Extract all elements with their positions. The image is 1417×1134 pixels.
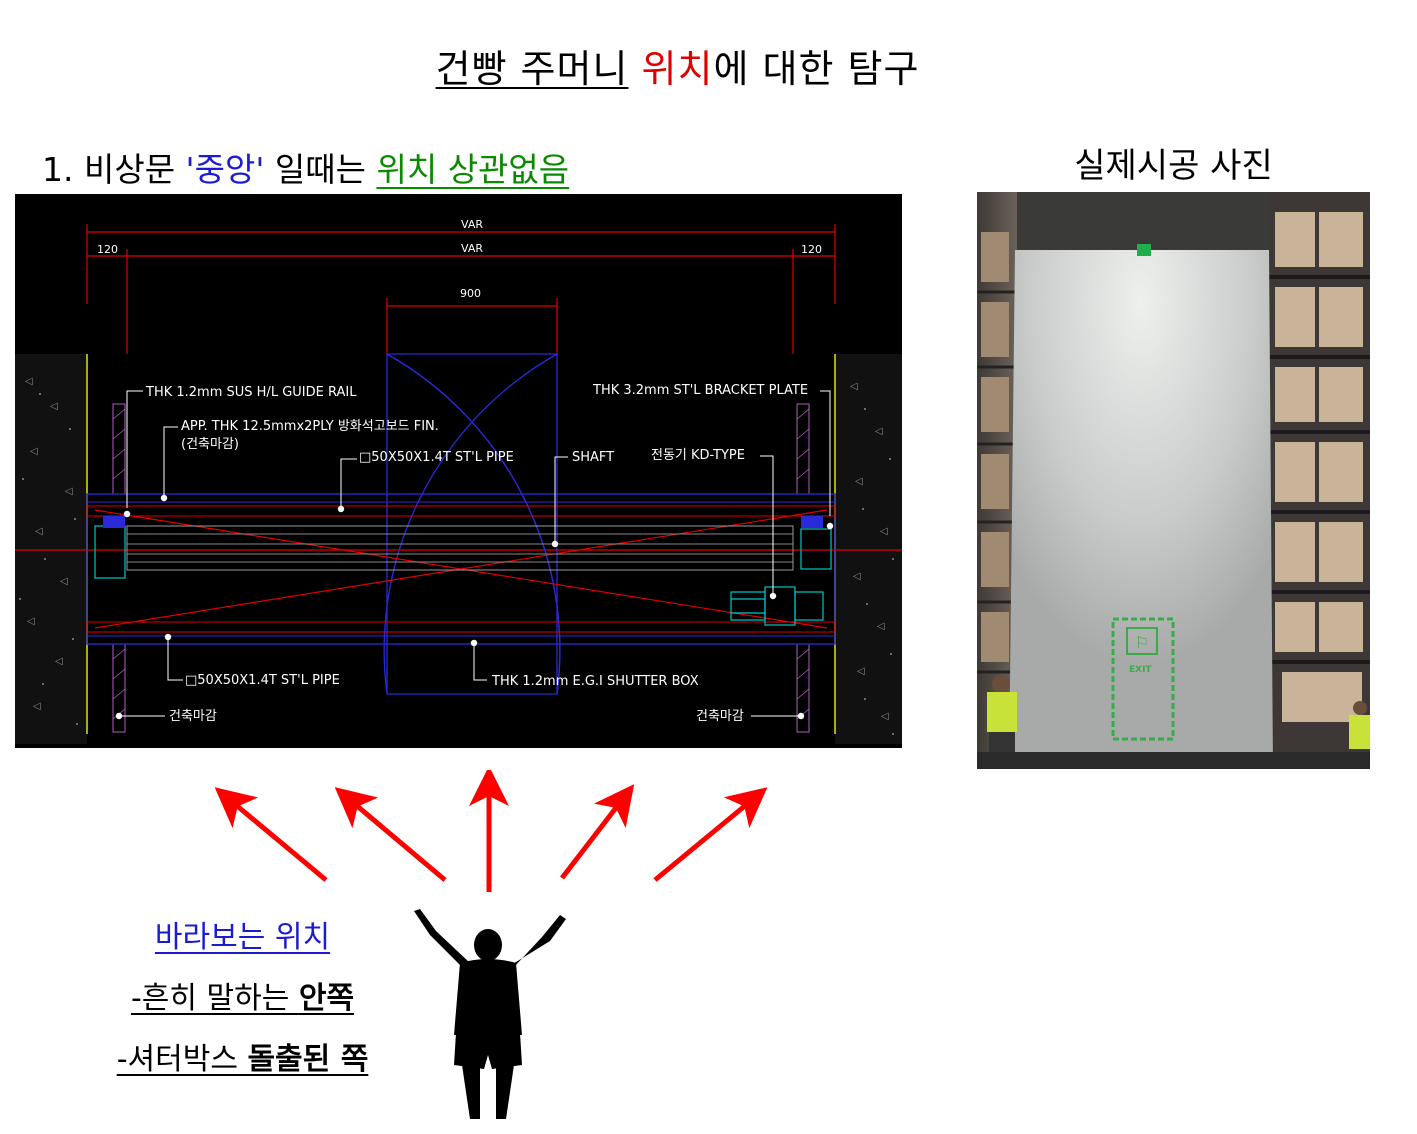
exit-door-icon: ⚐ [1135,633,1149,652]
arrow-left [334,787,447,882]
svg-text:◁: ◁ [857,666,865,677]
title-part-underlined: 건빵 주머니 [435,47,629,91]
title-part-red: 위치 [641,47,714,91]
section-mid: 일때는 [264,150,377,189]
label-shutter-box: THK 1.2mm E.G.I SHUTTER BOX [491,674,699,689]
dim-left: 120 [97,243,118,256]
photo-title: 실제시공 사진 [1074,146,1273,186]
label-shaft: SHAFT [572,450,614,465]
fire-shutter-curtain [1009,250,1273,769]
door-swing-arcs [383,353,561,695]
section-center-word: '중앙' [185,150,265,189]
guide-rails [112,403,810,733]
svg-text:◁: ◁ [877,621,885,632]
arrow-far-right [653,787,768,882]
dimension-lines [15,224,902,551]
label-bracket-plate: THK 3.2mm ST'L BRACKET PLATE [592,383,808,398]
viewpoint-description: 바라보는 위치 -흔히 말하는 안쪽 -셔터박스 돌출된 쪽 [100,912,385,1095]
worker-left [987,675,1017,769]
svg-text:◁: ◁ [25,376,33,387]
viewpoint-line2-prefix: -흔히 말하는 [130,981,299,1016]
dim-var-top: VAR [461,218,483,231]
dim-right: 120 [801,243,822,256]
svg-text:◁: ◁ [855,476,863,487]
viewpoint-line-protruding: -셔터박스 돌출된 쪽 [100,1034,385,1078]
arrow-right [560,784,635,880]
concrete-hatch-left: ◁ ◁ ◁ ◁ ◁ ◁ ◁ ◁ ◁ [15,354,87,744]
leader-dots [115,494,834,720]
section-prefix: 1. 비상문 [42,150,186,189]
svg-text:◁: ◁ [35,526,43,537]
concrete-hatch-right: ◁ ◁ ◁ ◁ ◁ ◁ ◁ ◁ [835,354,902,744]
svg-text:◁: ◁ [50,401,58,412]
shelving-right [1269,192,1370,769]
installation-photo: ⚐ EXIT [977,192,1370,769]
svg-text:◁: ◁ [65,486,73,497]
label-pipe-top: □50X50X1.4T ST'L PIPE [359,450,514,465]
viewing-direction-arrows [214,770,768,892]
svg-text:◁: ◁ [55,656,63,667]
page-title: 건빵 주머니 위치에 대한 탐구 [0,38,1355,93]
viewpoint-line2-bold: 안쪽 [298,981,355,1016]
dim-var-mid: VAR [461,242,483,255]
svg-text:◁: ◁ [880,526,888,537]
shutter-box [86,493,836,645]
cad-plan-drawing: ◁ ◁ ◁ ◁ ◁ ◁ ◁ ◁ ◁ ◁ ◁ ◁ ◁ ◁ ◁ ◁ ◁ [15,194,902,748]
svg-text:◁: ◁ [33,701,41,712]
svg-text:◁: ◁ [60,576,68,587]
svg-text:◁: ◁ [853,571,861,582]
section-heading: 1. 비상문 '중앙' 일때는 위치 상관없음 [42,143,569,191]
label-app-line1: APP. THK 12.5mmx2PLY 방화석고보드 FIN. [181,419,439,434]
exit-sign-text: EXIT [1129,665,1152,675]
svg-text:◁: ◁ [850,381,858,392]
label-motor: 전동기 KD-TYPE [651,448,745,463]
leader-lines [119,390,831,717]
section-conclusion: 위치 상관없음 [376,150,570,189]
worker-right [1349,701,1370,749]
arrow-far-left [214,787,328,882]
viewpoint-line-inside: -흔히 말하는 안쪽 [100,973,385,1017]
exit-light-icon [1137,244,1151,256]
label-finish-left: 건축마감 [169,709,217,724]
dim-900: 900 [460,287,481,300]
label-finish-right: 건축마감 [696,709,744,724]
svg-text:◁: ◁ [881,711,889,722]
svg-text:◁: ◁ [875,426,883,437]
svg-text:◁: ◁ [27,616,35,627]
label-app-line2: (건축마감) [181,437,239,452]
viewpoint-line3-bold: 돌출된 쪽 [247,1042,369,1077]
svg-text:◁: ◁ [30,446,38,457]
viewpoint-line3-prefix: -셔터박스 [116,1042,248,1077]
motor [730,586,824,626]
label-guide-rail: THK 1.2mm SUS H/L GUIDE RAIL [145,385,357,400]
title-part-rest: 에 대한 탐구 [713,47,920,91]
label-pipe-bottom: □50X50X1.4T ST'L PIPE [185,673,340,688]
emergency-door-outline: ⚐ EXIT [1111,617,1175,741]
viewpoint-heading: 바라보는 위치 [154,920,331,955]
person-silhouette-icon [414,909,566,1119]
